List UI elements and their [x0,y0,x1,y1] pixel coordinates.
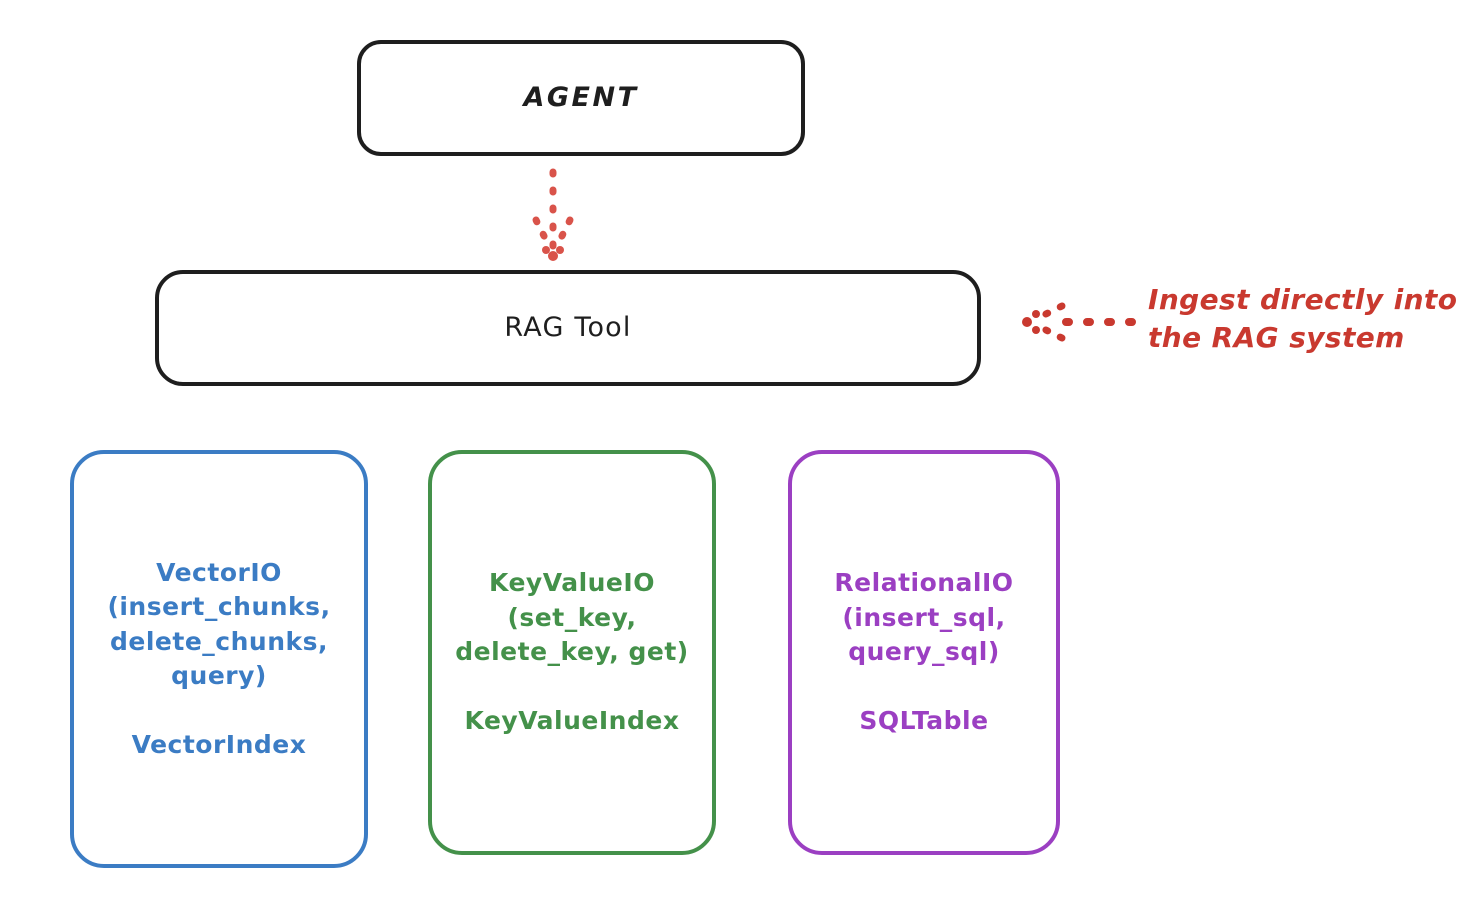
node-relational-io[interactable]: RelationalIO (insert_sql, query_sql) SQL… [788,450,1060,855]
node-key-value-io[interactable]: KeyValueIO (set_key, delete_key, get) Ke… [428,450,716,855]
edge-agent-to-rag-tool [532,168,574,261]
node-key-value-io-label: KeyValueIO (set_key, delete_key, get) Ke… [455,568,689,736]
node-rag-tool-label: RAG Tool [504,311,632,343]
node-rag-tool[interactable]: RAG Tool [155,270,981,386]
node-vector-io-label: VectorIO (insert_chunks, delete_chunks, … [107,557,331,760]
annotation-ingest-directly: Ingest directly into the RAG system [1148,283,1458,354]
node-agent[interactable]: AGENT [357,40,805,156]
node-vector-io[interactable]: VectorIO (insert_chunks, delete_chunks, … [70,450,368,868]
node-relational-io-label: RelationalIO (insert_sql, query_sql) SQL… [834,568,1014,736]
node-agent-label: AGENT [523,81,639,113]
edge-ingest-to-rag-tool [1022,302,1136,342]
